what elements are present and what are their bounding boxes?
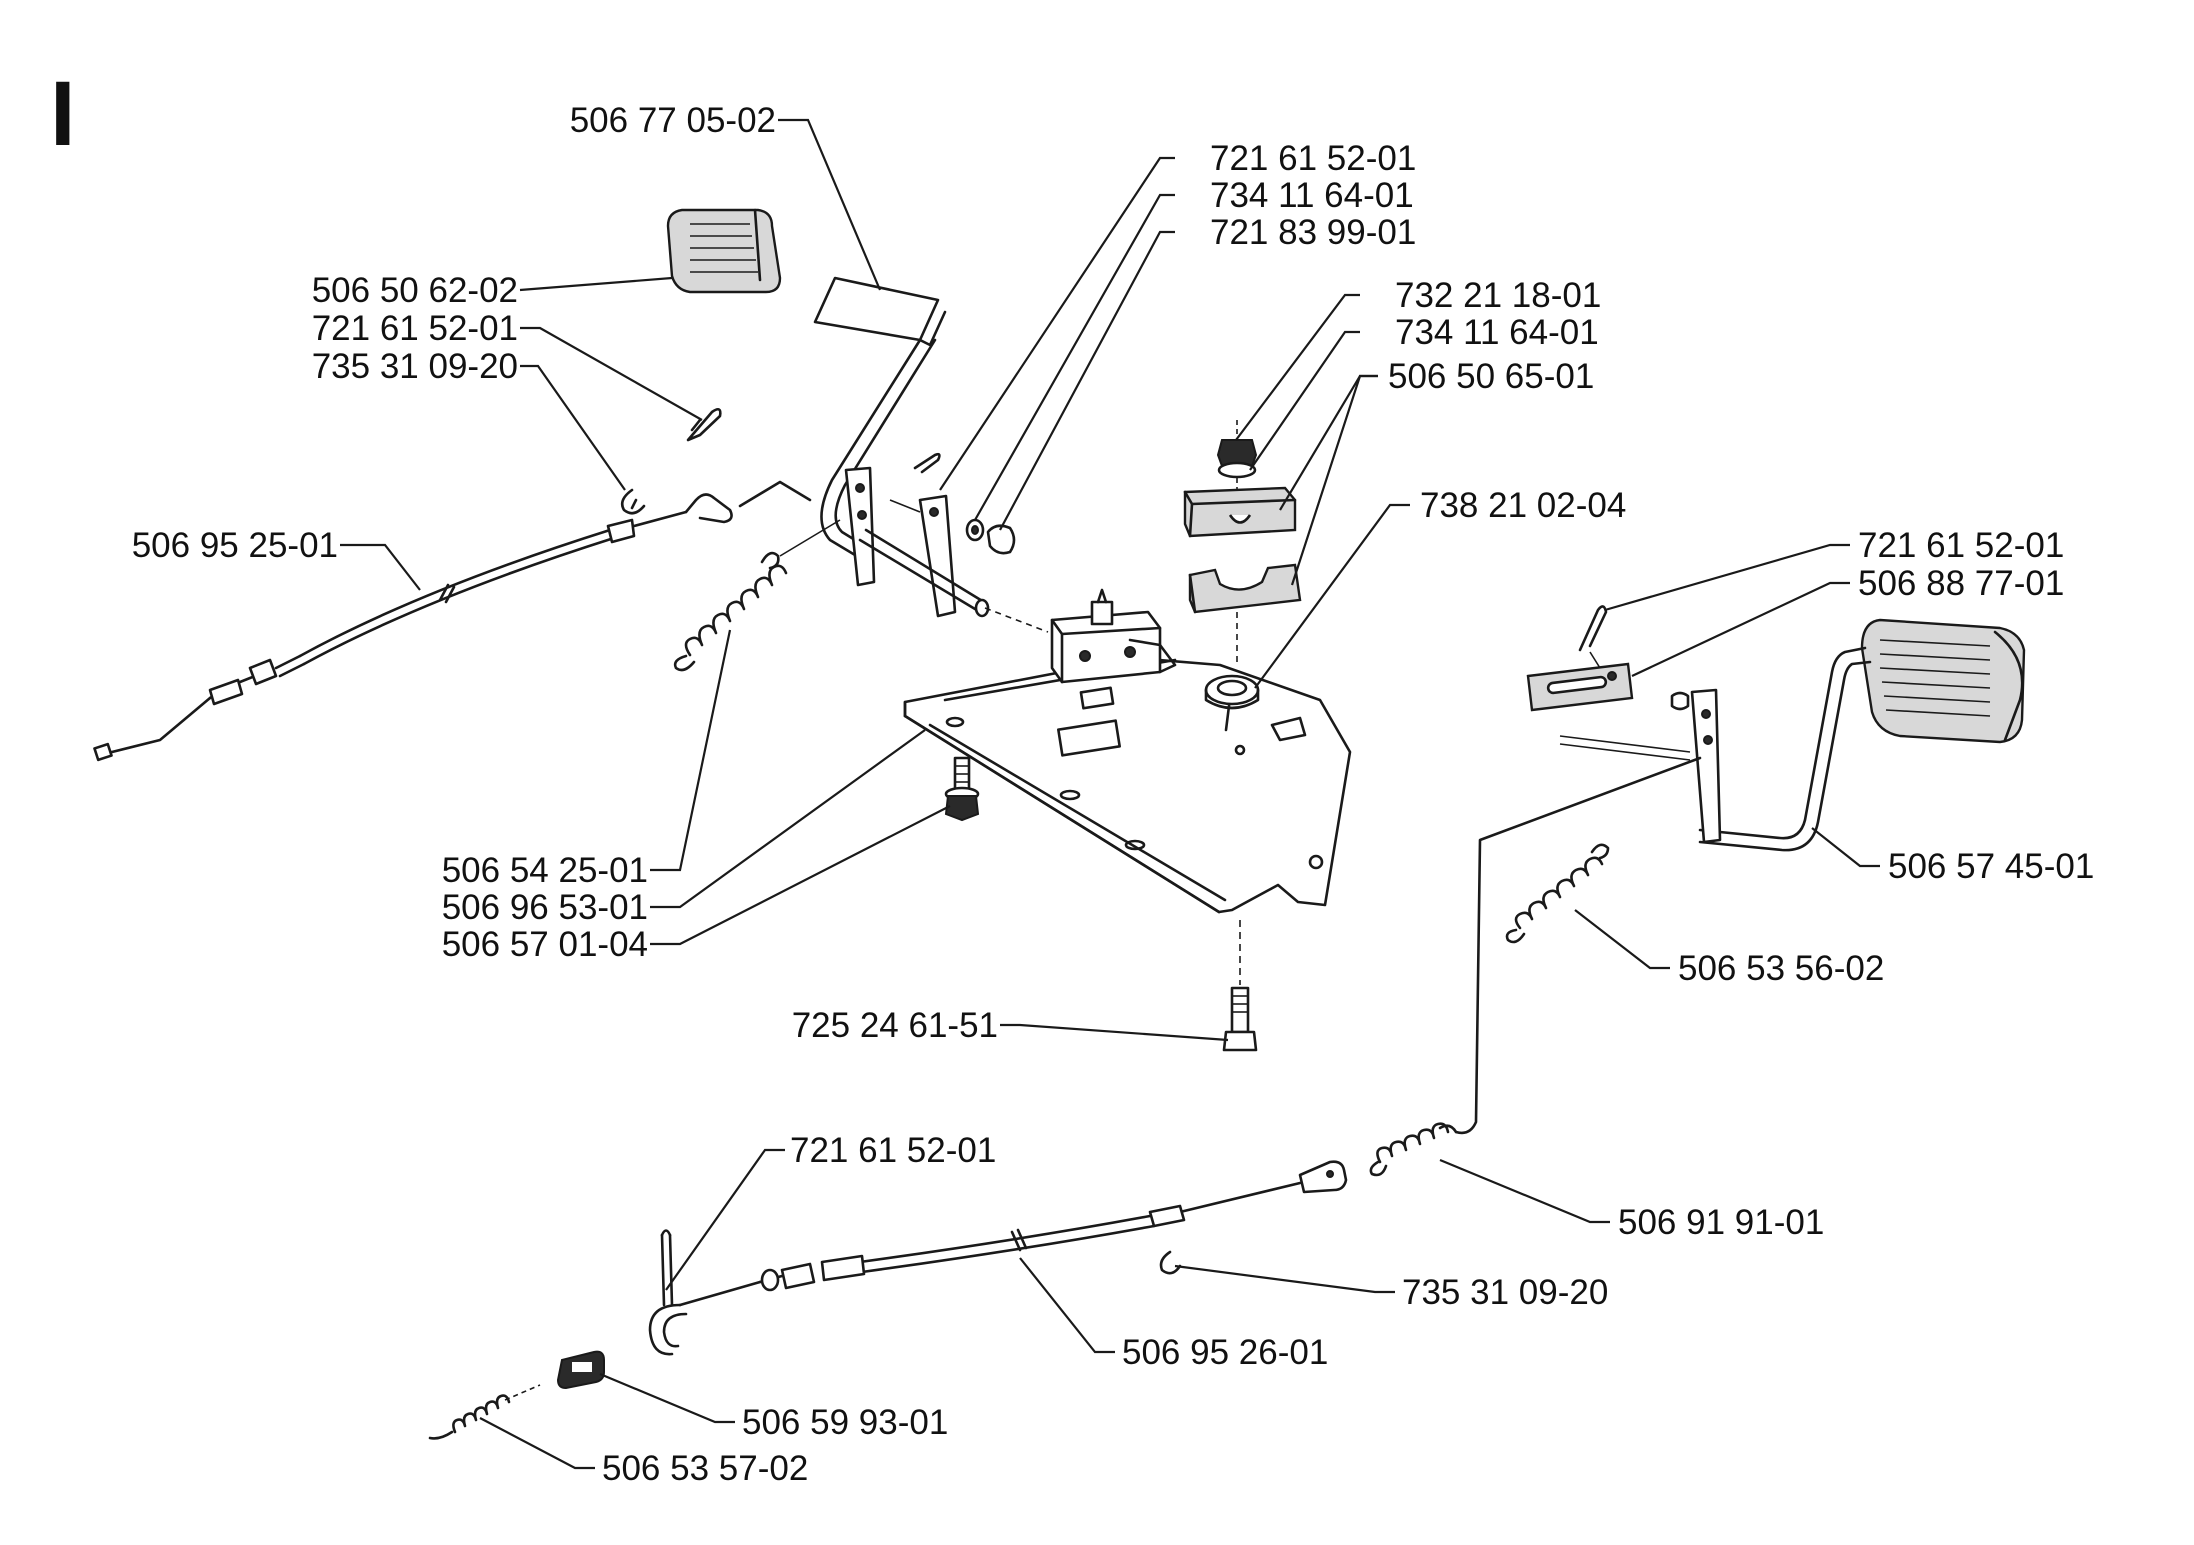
- cotter-pin-top: [913, 452, 941, 474]
- label-pedal-pad-left: 506 50 62-02: [312, 271, 518, 310]
- label-link-plate: 506 88 77-01: [1858, 564, 2064, 603]
- cotter-pin-left: [686, 408, 722, 442]
- part-labels: 506 77 05-02 721 61 52-01 734 11 64-01 7…: [132, 101, 2095, 1488]
- nut-washer-stack: [1216, 420, 1258, 665]
- eclip-left: [620, 488, 646, 515]
- section-marker: I: [50, 63, 76, 165]
- label-washer-top: 734 11 64-01: [1210, 176, 1414, 215]
- right-pedal-arm: [1698, 646, 1872, 852]
- label-bearing-block: 506 50 65-01: [1388, 357, 1594, 396]
- bottom-screw: [1222, 920, 1258, 1052]
- right-bracket: [1559, 688, 1722, 844]
- right-pedal-pad: [1860, 618, 2026, 744]
- spring-right: [1505, 843, 1610, 944]
- clamp: [556, 1350, 605, 1390]
- label-cable-lower: 506 95 26-01: [1122, 1333, 1328, 1372]
- bearing-block-front: [1050, 588, 1177, 684]
- left-bracket: [844, 466, 1049, 633]
- washer-knob: [965, 518, 1016, 555]
- left-pedal-arm: [820, 338, 937, 560]
- label-clamp: 506 59 93-01: [742, 1403, 948, 1442]
- eclip-bottom: [1159, 1250, 1182, 1275]
- spring-upper: [673, 519, 841, 672]
- base-plate: [903, 656, 1352, 914]
- label-spring-upper: 506 54 25-01: [442, 851, 648, 890]
- label-eclip-left: 735 31 09-20: [312, 347, 518, 386]
- cotter-pin-bottom: [660, 1229, 674, 1307]
- label-base-plate: 506 96 53-01: [442, 888, 648, 927]
- label-cable-upper: 506 95 25-01: [132, 526, 338, 565]
- label-spring-cable: 506 91 91-01: [1618, 1203, 1824, 1242]
- label-spring-small: 506 53 57-02: [602, 1449, 808, 1488]
- left-pedal-pad: [666, 208, 782, 294]
- label-bushing: 738 21 02-04: [1420, 486, 1626, 525]
- cable-spring: [1369, 1122, 1458, 1177]
- label-spring-right: 506 53 56-02: [1678, 949, 1884, 988]
- label-cotter-pin-right: 721 61 52-01: [1858, 526, 2064, 565]
- label-eclip-bottom: 735 31 09-20: [1402, 1273, 1608, 1312]
- bushing: [1204, 674, 1260, 710]
- label-nut-block: 732 21 18-01: [1395, 276, 1601, 315]
- label-cotter-pin-left: 721 61 52-01: [312, 309, 518, 348]
- link-plate: [1526, 662, 1634, 712]
- label-pedal-arm-right: 506 57 45-01: [1888, 847, 2094, 886]
- label-cotter-pin-top: 721 61 52-01: [1210, 139, 1416, 178]
- label-washer-block: 734 11 64-01: [1395, 313, 1599, 352]
- label-screw-bottom: 725 24 61-51: [792, 1006, 998, 1045]
- bearing-block-upper: [1183, 486, 1302, 614]
- label-cotter-pin-bottom: 721 61 52-01: [790, 1131, 996, 1170]
- spring-small: [428, 1384, 541, 1440]
- leader-lines: [340, 118, 1880, 1470]
- label-bolt-flange: 506 57 01-04: [442, 925, 648, 964]
- label-pedal-arm-left: 506 77 05-02: [570, 101, 776, 140]
- flange-bolt: [944, 756, 980, 822]
- cotter-pin-right: [1578, 605, 1608, 652]
- cable-lower: [648, 1160, 1348, 1356]
- label-knob-pin: 721 83 99-01: [1210, 213, 1416, 252]
- cable-upper: [93, 480, 812, 762]
- connecting-rod: [1454, 756, 1702, 1135]
